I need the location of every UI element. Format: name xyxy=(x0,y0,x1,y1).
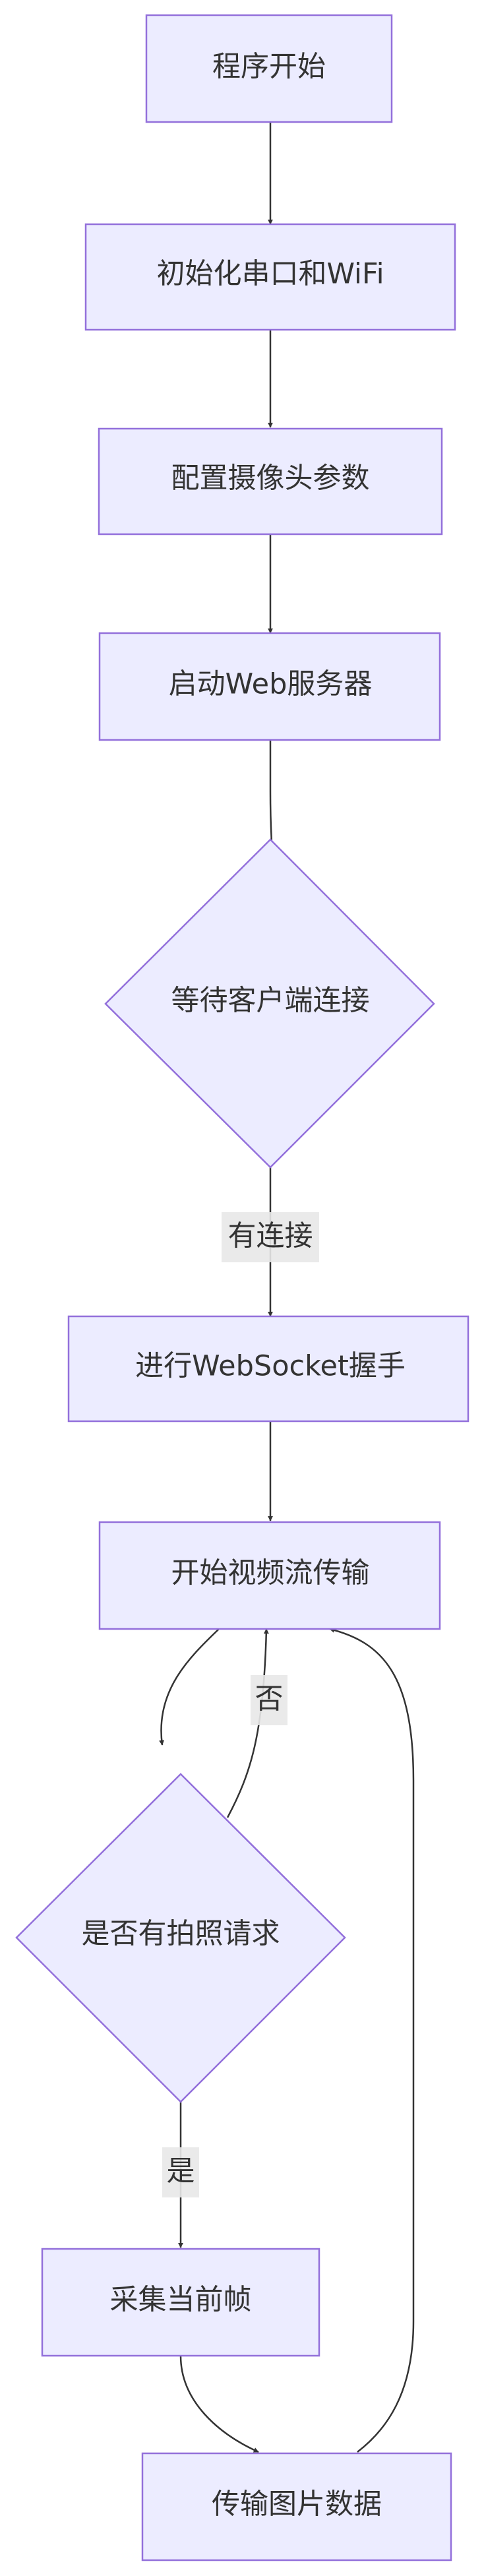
edge-label-no-text: 否 xyxy=(255,1683,284,1716)
node-wait-client: 等待客户端连接 xyxy=(104,838,435,1169)
node-stream: 开始视频流传输 xyxy=(98,1521,441,1630)
node-config-camera-label: 配置摄像头参数 xyxy=(171,462,370,495)
node-start-web-box xyxy=(98,632,441,741)
node-capture-box xyxy=(41,2248,320,2357)
edge-label-yes-bg xyxy=(162,2147,199,2197)
edge-label-no-bg xyxy=(251,1675,287,1725)
node-handshake: 进行WebSocket握手 xyxy=(67,1315,469,1423)
node-init: 初始化串口和WiFi xyxy=(84,223,456,331)
node-transmit-label: 传输图片数据 xyxy=(212,2488,382,2521)
edge-label-connected-bg xyxy=(222,1212,319,1262)
node-config-camera: 配置摄像头参数 xyxy=(98,427,443,536)
edge-label-connected-text: 有连接 xyxy=(228,1220,313,1253)
node-init-box xyxy=(84,223,456,331)
edge-label-yes: 是 xyxy=(162,2147,199,2197)
node-config-camera-box xyxy=(98,427,443,536)
node-start-web-label: 启动Web服务器 xyxy=(169,668,373,701)
node-photo-request-label: 是否有拍照请求 xyxy=(82,1918,280,1951)
node-capture: 采集当前帧 xyxy=(41,2248,320,2357)
node-capture-label: 采集当前帧 xyxy=(110,2284,252,2317)
node-start-box xyxy=(145,14,393,123)
node-wait-client-label: 等待客户端连接 xyxy=(171,985,370,1018)
node-photo-request-diamond xyxy=(15,1773,346,2103)
node-init-label: 初始化串口和WiFi xyxy=(156,258,384,291)
edge-label-yes-text: 是 xyxy=(167,2155,195,2188)
edge-label-connected: 有连接 xyxy=(222,1212,319,1262)
edge-web-to-wait xyxy=(269,740,273,843)
node-photo-request: 是否有拍照请求 xyxy=(15,1773,346,2103)
edge-transmit-to-stream xyxy=(329,1627,415,2453)
edge-request-no-to-stream xyxy=(226,1628,269,1818)
node-transmit: 传输图片数据 xyxy=(141,2452,452,2561)
node-wait-client-diamond xyxy=(104,838,435,1169)
node-handshake-label: 进行WebSocket握手 xyxy=(135,1350,406,1383)
edge-capture-to-transmit xyxy=(179,2355,259,2453)
node-transmit-box xyxy=(141,2452,452,2561)
node-stream-label: 开始视频流传输 xyxy=(171,1557,370,1590)
node-handshake-box xyxy=(67,1315,469,1423)
edge-stream-to-request xyxy=(159,1628,220,1746)
node-start: 程序开始 xyxy=(145,14,393,123)
edge-label-no: 否 xyxy=(251,1675,287,1725)
node-start-label: 程序开始 xyxy=(212,51,326,84)
node-start-web: 启动Web服务器 xyxy=(98,632,441,741)
node-stream-box xyxy=(98,1521,441,1630)
